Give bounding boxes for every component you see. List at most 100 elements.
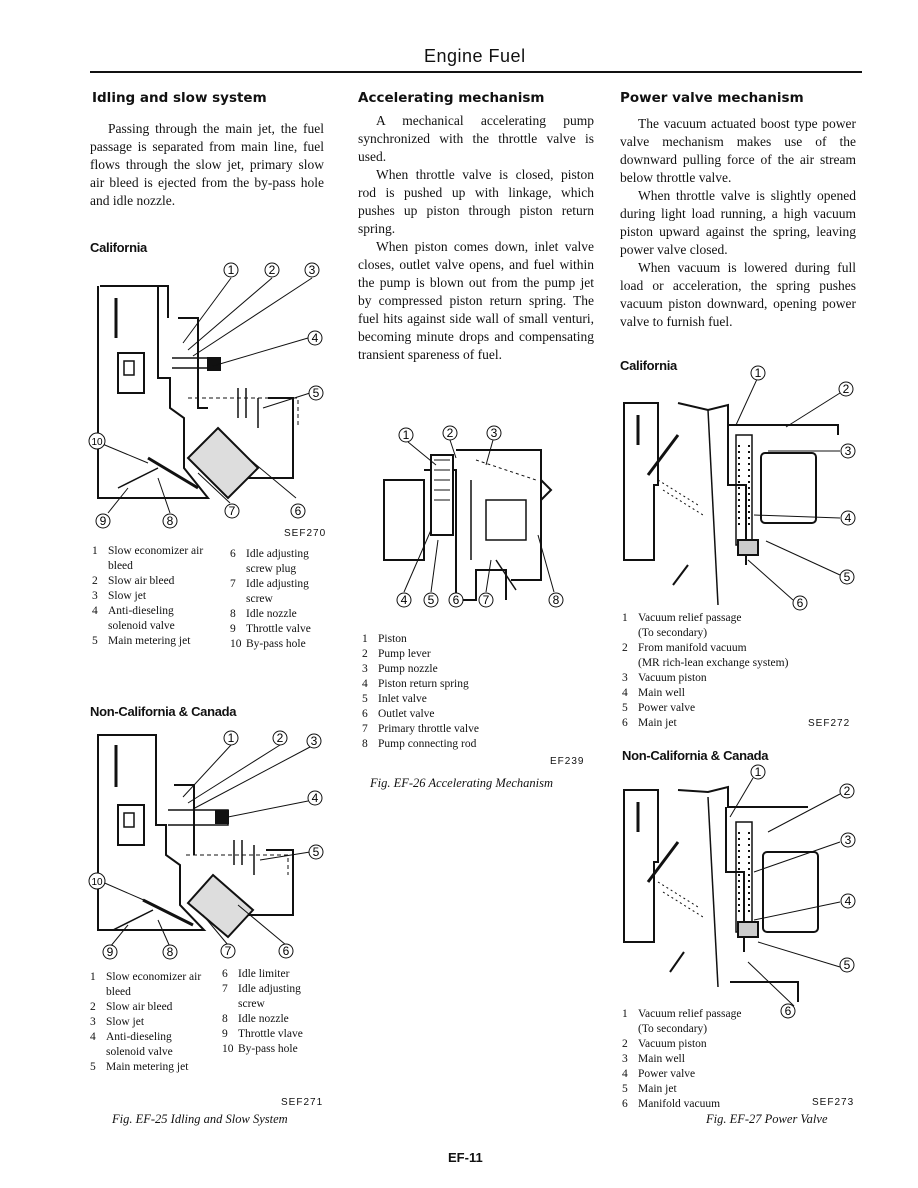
legend-item: (To secondary)	[638, 627, 708, 639]
callout-5: 5	[839, 957, 855, 973]
svg-text:8: 8	[553, 593, 560, 607]
svg-text:1: 1	[755, 765, 762, 779]
callout-8: 8	[548, 592, 564, 608]
callout-10: 10	[88, 872, 106, 890]
figure-caption-ef26: Fig. EF-26 Accelerating Mechanism	[370, 776, 554, 790]
svg-text:5: 5	[844, 570, 851, 584]
svg-text:4: 4	[845, 894, 852, 908]
callout-5: 5	[423, 592, 439, 608]
callout-3: 3	[486, 425, 502, 441]
figure-label-california-power: California	[620, 358, 677, 373]
callout-7: 7	[478, 592, 494, 608]
figure-code-sef271: SEF271	[281, 1097, 324, 1108]
power-valve-diagram-california: 1 2 3 4 5 6	[623, 365, 856, 611]
svg-text:2: 2	[447, 426, 454, 440]
callout-3: 3	[840, 832, 856, 848]
callout-6: 6	[780, 1003, 796, 1019]
callout-4: 4	[840, 510, 856, 526]
callout-4: 4	[307, 330, 323, 346]
figure-code-ef239: EF239	[550, 756, 585, 767]
idling-system-diagram-california: 1 2 3 4 5 6 7 8 9 10	[88, 262, 324, 529]
paragraph-accelerating-1: A mechanical accelerating pump synchroni…	[358, 113, 594, 164]
idling-system-diagram-non-california: 1 2 3 4 5 6 7 8 9 10	[88, 730, 324, 960]
callout-2: 2	[264, 262, 280, 278]
svg-text:5: 5	[313, 845, 320, 859]
callout-6: 6	[290, 503, 306, 519]
legend-item: (MR rich-lean exchange system)	[638, 657, 789, 669]
svg-text:3: 3	[311, 734, 318, 748]
svg-text:3: 3	[845, 833, 852, 847]
callout-2: 2	[442, 425, 458, 441]
page-header-title: Engine Fuel	[424, 46, 526, 66]
callout-1: 1	[750, 764, 766, 780]
svg-text:2: 2	[277, 731, 284, 745]
svg-text:4: 4	[312, 331, 319, 345]
svg-text:6: 6	[453, 593, 460, 607]
callout-3: 3	[840, 443, 856, 459]
section-heading-accelerating: Accelerating mechanism	[358, 90, 545, 106]
svg-text:9: 9	[100, 514, 107, 528]
callout-1: 1	[223, 730, 239, 746]
paragraph-power-valve-1: The vacuum actuated boost type power val…	[620, 116, 856, 185]
callout-2: 2	[839, 783, 855, 799]
callout-1: 1	[223, 262, 239, 278]
svg-text:1: 1	[228, 263, 235, 277]
svg-text:8: 8	[167, 945, 174, 959]
paragraph-power-valve: The vacuum actuated boost type power val…	[620, 115, 856, 331]
paragraph-power-valve-3: When vacuum is lowered during full load …	[620, 260, 856, 329]
svg-text:4: 4	[401, 593, 408, 607]
svg-text:5: 5	[313, 386, 320, 400]
callout-6: 6	[792, 595, 808, 611]
callout-2: 2	[272, 730, 288, 746]
power-valve-diagram-non-california: 1 2 3 4 5 6	[623, 764, 856, 1019]
callout-4: 4	[840, 893, 856, 909]
callout-7: 7	[224, 503, 240, 519]
callout-4: 4	[396, 592, 412, 608]
svg-text:4: 4	[845, 511, 852, 525]
legend-item: (To secondary)	[638, 1023, 708, 1035]
svg-text:3: 3	[309, 263, 316, 277]
svg-text:8: 8	[167, 514, 174, 528]
paragraph-accelerating: A mechanical accelerating pump synchroni…	[358, 112, 594, 364]
svg-text:6: 6	[295, 504, 302, 518]
svg-text:9: 9	[107, 945, 114, 959]
callout-6: 6	[448, 592, 464, 608]
svg-text:6: 6	[797, 596, 804, 610]
paragraph-power-valve-2: When throttle valve is slightly opened d…	[620, 188, 856, 257]
